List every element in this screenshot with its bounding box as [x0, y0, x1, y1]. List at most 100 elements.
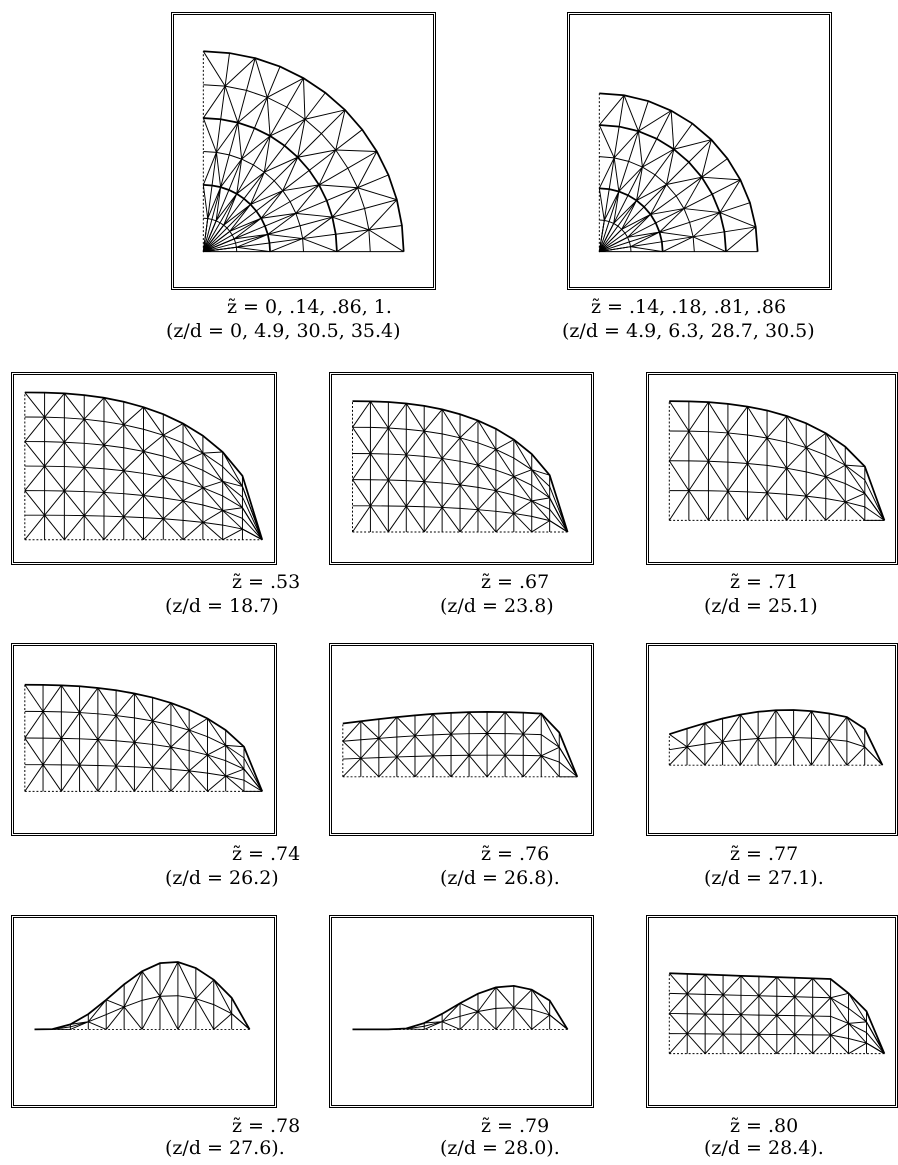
mesh-diagonal	[686, 746, 706, 766]
mesh-diagonal	[708, 432, 729, 462]
mesh-panel-4	[329, 372, 594, 565]
mesh-diagonal	[775, 737, 795, 766]
mesh-panel-7	[329, 643, 594, 836]
mesh-diagonal	[477, 449, 497, 466]
mesh-diagonal	[352, 505, 371, 533]
mesh-diagonal	[332, 216, 370, 231]
caption-10: z̃ = .79 (z/d = 28.0).	[435, 1115, 605, 1165]
mesh-diagonal	[495, 987, 515, 1009]
mesh-diagonal	[621, 213, 651, 230]
mesh-diagonal	[495, 476, 515, 492]
mesh-diagonal	[352, 401, 371, 428]
mesh-diagonal	[513, 1007, 533, 1030]
mesh-diagonal	[182, 487, 204, 502]
mesh-diagonal	[468, 754, 488, 778]
mesh-diagonal	[845, 492, 866, 503]
mesh-diagonal	[722, 994, 742, 1016]
mesh-row-curve	[669, 400, 886, 521]
mesh-diagonal	[222, 507, 243, 511]
mesh-diagonal	[459, 464, 479, 486]
mesh-diagonal	[159, 996, 179, 1030]
mesh-diagonal	[83, 492, 105, 516]
mesh-diagonal	[254, 58, 268, 98]
mesh-diagonal	[79, 739, 99, 766]
mesh-diagonal	[598, 223, 615, 252]
mesh-diagonal	[757, 709, 777, 739]
mesh-diagonal	[739, 738, 759, 766]
mesh-diagonal	[202, 522, 223, 541]
mesh-diagonal	[225, 768, 245, 777]
mesh-diagonal	[396, 735, 416, 758]
mesh-diagonal	[786, 415, 807, 448]
mesh-diagonal	[266, 97, 271, 136]
mesh-diagonal	[63, 418, 85, 443]
mesh-diagonal	[805, 476, 827, 497]
mesh-diagonal	[237, 97, 268, 124]
mesh-diagonal	[60, 764, 80, 792]
mesh-diagonal	[598, 124, 615, 159]
mesh-diagram-3	[24, 391, 264, 541]
mesh-diagonal	[793, 737, 812, 766]
mesh-diagonal	[864, 493, 885, 521]
mesh-diagonal	[423, 458, 443, 482]
mesh-diagonal	[504, 711, 524, 735]
mesh-diagonal	[688, 401, 709, 432]
mesh-diagonal	[370, 401, 389, 429]
mesh-diagonal	[79, 712, 99, 740]
mesh-diagonal	[261, 212, 296, 219]
mesh-diagonal	[450, 711, 470, 735]
mesh-diagonal	[182, 462, 204, 488]
mesh-diagonal	[613, 191, 620, 224]
mesh-diagonal	[766, 492, 788, 521]
mesh-diagonal	[549, 520, 568, 533]
caption-6: z̃ = .74 (z/d = 26.2)	[160, 843, 320, 893]
mesh-diagonal	[758, 976, 778, 997]
mesh-diagonal	[495, 449, 515, 477]
mesh-diagonal	[495, 1007, 515, 1030]
mesh-diagonal	[103, 424, 125, 446]
mesh-diagonal	[719, 212, 756, 228]
caption-6-ztilde: z̃ = .74	[232, 843, 301, 865]
mesh-diagonal	[405, 430, 425, 456]
mesh-diagonal	[441, 437, 461, 459]
mesh-diagonal	[134, 693, 154, 722]
mesh-diagonal	[282, 184, 320, 192]
mesh-panel-2	[567, 12, 832, 290]
mesh-diagram-6	[24, 683, 264, 792]
mesh-diagonal	[224, 85, 239, 123]
mesh-diagonal	[704, 741, 723, 766]
mesh-diagonal	[202, 218, 209, 252]
mesh-diagram-8	[668, 709, 884, 766]
caption-7-zd: (z/d = 26.8).	[440, 867, 560, 889]
mesh-row-curve	[342, 733, 578, 778]
mesh-diagonal	[188, 754, 208, 772]
mesh-diagonal	[424, 1021, 443, 1030]
mesh-diagonal	[143, 518, 164, 541]
mesh-diagonal	[225, 745, 245, 770]
mesh-diagonal	[220, 158, 243, 188]
mesh-diagonal	[222, 480, 243, 487]
mesh-diagonal	[747, 492, 768, 521]
mesh-diagonal	[668, 993, 688, 1014]
mesh-column-line	[203, 199, 397, 253]
mesh-diagonal	[123, 971, 143, 1008]
mesh-diagonal	[83, 418, 105, 446]
mesh-diagonal	[598, 220, 605, 252]
caption-4-ztilde: z̃ = .67	[481, 571, 550, 593]
mesh-diagonal	[688, 490, 709, 521]
mesh-diagonal	[459, 437, 479, 466]
mesh-diagonal	[848, 993, 867, 1023]
mesh-diagonal	[264, 156, 298, 173]
mesh-diagonal	[812, 997, 831, 1017]
mesh-diagonal	[225, 744, 245, 748]
mesh-diagonal	[598, 228, 623, 253]
mesh-diagonal	[668, 430, 690, 462]
mesh-diagonal	[103, 397, 125, 425]
mesh-diagonal	[378, 738, 398, 758]
mesh-diagonal	[162, 476, 184, 502]
mesh-diagonal	[828, 716, 848, 740]
mesh-diagonal	[203, 238, 235, 253]
mesh-diagonal	[825, 476, 846, 503]
mesh-diagonal	[811, 710, 830, 740]
mesh-diagonal	[630, 246, 663, 253]
